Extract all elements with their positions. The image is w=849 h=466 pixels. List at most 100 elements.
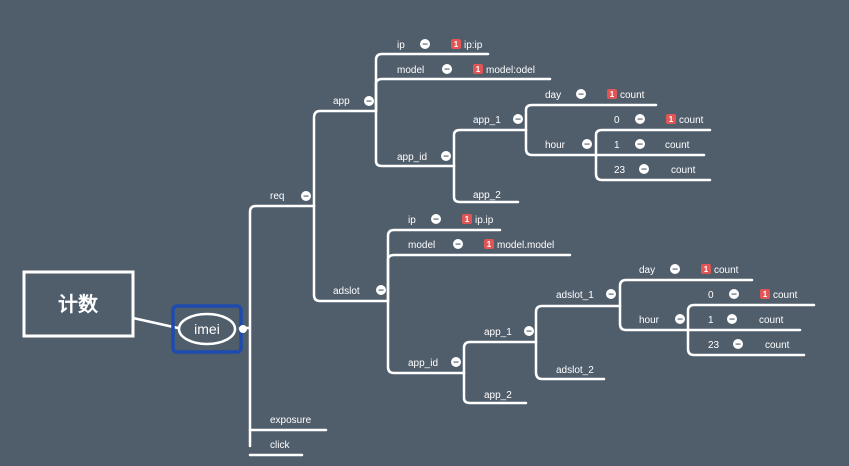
branch-adslot [312, 204, 390, 303]
node-app-app1[interactable]: app_1 [473, 115, 501, 126]
svg-text:−: − [641, 165, 647, 176]
note-app-ip: ip:ip [464, 40, 483, 51]
minus-circle-icon[interactable]: − [453, 239, 463, 251]
priority-1-badge: 1 [484, 239, 494, 249]
branch-ad-h0 [686, 303, 816, 332]
minus-circle-icon[interactable]: − [729, 289, 739, 301]
minus-circle-icon[interactable]: − [376, 285, 386, 297]
svg-text:−: − [729, 315, 735, 326]
root-node[interactable]: 计数 [22, 270, 135, 338]
minus-circle-icon[interactable]: − [451, 357, 461, 369]
note-app-model: model:odel [486, 65, 535, 76]
svg-text:−: − [443, 152, 449, 163]
svg-text:−: − [455, 240, 461, 251]
svg-text:−: − [637, 140, 643, 151]
svg-text:−: − [672, 265, 678, 276]
svg-text:−: − [584, 140, 590, 151]
minus-circle-icon[interactable]: − [639, 164, 649, 176]
node-ad-app2[interactable]: app_2 [484, 390, 512, 401]
minus-circle-icon[interactable]: − [431, 214, 441, 226]
priority-1-badge: 1 [701, 264, 711, 274]
node-app-ip[interactable]: ip [397, 40, 405, 51]
node-app-h1[interactable]: 1 [614, 140, 620, 151]
priority-1-badge: 1 [666, 114, 676, 124]
node-ad-app1[interactable]: app_1 [484, 327, 512, 338]
svg-text:1: 1 [669, 115, 674, 124]
svg-text:1: 1 [465, 215, 470, 224]
minus-circle-icon[interactable]: − [441, 151, 451, 163]
svg-text:−: − [453, 358, 459, 369]
central-node-imei[interactable]: imei [171, 304, 247, 354]
node-ad-h23[interactable]: 23 [708, 340, 720, 351]
node-ad-adslot2[interactable]: adslot_2 [556, 365, 594, 376]
node-adslot[interactable]: adslot [333, 286, 360, 297]
priority-1-badge: 1 [607, 89, 617, 99]
node-app-appid[interactable]: app_id [397, 152, 427, 163]
note-app-h0: count [679, 115, 704, 126]
note-ad-day: count [714, 265, 739, 276]
svg-text:1: 1 [763, 290, 768, 299]
branch-ad-appid [386, 299, 466, 375]
node-app-model[interactable]: model [397, 65, 424, 76]
minus-circle-icon[interactable]: − [733, 339, 743, 351]
priority-1-badge: 1 [473, 64, 483, 74]
node-app-app2[interactable]: app_2 [473, 190, 501, 201]
note-ad-h23: count [765, 340, 790, 351]
node-ad-adslot1[interactable]: adslot_1 [556, 290, 594, 301]
branch-ad-day [618, 278, 754, 308]
svg-text:−: − [735, 340, 741, 351]
node-ad-appid[interactable]: app_id [408, 358, 438, 369]
svg-text:1: 1 [610, 90, 615, 99]
collapse-icon[interactable] [239, 325, 247, 333]
branch-ad-adslot2 [534, 340, 606, 381]
svg-text:−: − [608, 290, 614, 301]
branch-app-ip [374, 52, 490, 113]
minus-circle-icon[interactable]: − [675, 314, 685, 326]
minus-circle-icon[interactable]: − [606, 289, 616, 301]
minus-circle-icon[interactable]: − [727, 314, 737, 326]
svg-text:−: − [433, 215, 439, 226]
central-label: imei [194, 321, 220, 337]
svg-text:−: − [677, 315, 683, 326]
node-ad-day[interactable]: day [639, 265, 655, 276]
branch-ad-h23 [686, 328, 806, 357]
node-app-h0[interactable]: 0 [614, 115, 620, 126]
node-click[interactable]: click [270, 440, 290, 451]
branch-req [248, 204, 316, 214]
node-app-day[interactable]: day [545, 90, 561, 101]
minus-circle-icon[interactable]: − [301, 191, 311, 203]
node-ad-ip[interactable]: ip [408, 215, 416, 226]
branch-app-app1 [452, 128, 528, 168]
svg-text:1: 1 [454, 40, 459, 49]
node-ad-hour[interactable]: hour [639, 315, 660, 326]
minus-circle-icon[interactable]: − [420, 39, 430, 51]
svg-text:−: − [515, 115, 521, 126]
svg-text:−: − [637, 115, 643, 126]
minus-circle-icon[interactable]: − [582, 139, 592, 151]
node-app-h23[interactable]: 23 [614, 165, 626, 176]
note-ad-ip: ip.ip [475, 215, 494, 226]
node-ad-model[interactable]: model [408, 240, 435, 251]
note-app-h1: count [665, 140, 690, 151]
minus-circle-icon[interactable]: − [635, 139, 645, 151]
minus-circle-icon[interactable]: − [513, 114, 523, 126]
minus-circle-icon[interactable]: − [576, 89, 586, 101]
node-ad-h0[interactable]: 0 [708, 290, 714, 301]
node-req[interactable]: req [270, 191, 284, 202]
minus-circle-icon[interactable]: − [524, 326, 534, 338]
connector-root-imei [131, 316, 180, 330]
svg-text:−: − [303, 192, 309, 203]
minus-circle-icon[interactable]: − [670, 264, 680, 276]
root-label: 计数 [58, 292, 99, 316]
minus-circle-icon[interactable]: − [364, 96, 374, 108]
minus-circle-icon[interactable]: − [442, 64, 452, 76]
node-exposure[interactable]: exposure [270, 415, 312, 426]
minus-circle-icon[interactable]: − [635, 114, 645, 126]
note-ad-model: model.model [497, 240, 554, 251]
branch-app-app2 [452, 164, 520, 204]
node-ad-h1[interactable]: 1 [708, 315, 714, 326]
branch-app-h23 [594, 153, 712, 182]
priority-1-badge: 1 [760, 289, 770, 299]
node-app[interactable]: app [333, 96, 350, 107]
node-app-hour[interactable]: hour [545, 140, 566, 151]
